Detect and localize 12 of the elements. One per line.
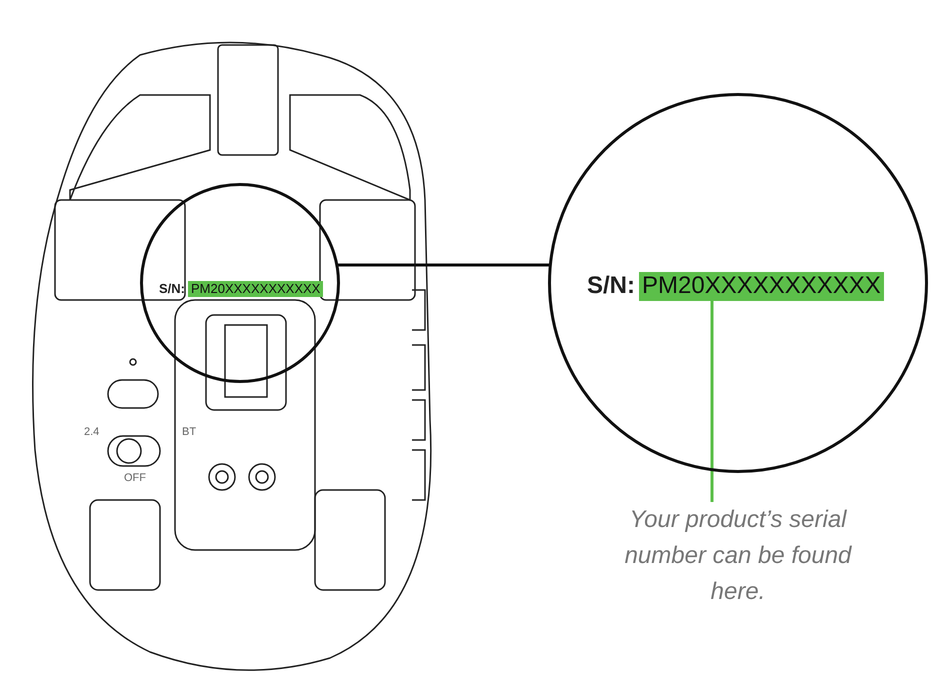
leader-line <box>710 300 714 502</box>
switch-label: BT <box>182 426 196 438</box>
magnifier-circle <box>140 183 340 383</box>
switch-label: OFF <box>124 472 146 484</box>
serial-prefix-label: S/N: <box>159 281 185 296</box>
serial-number-highlight: PM20XXXXXXXXXXX <box>639 272 884 301</box>
magnified-view-circle <box>548 93 928 473</box>
serial-number-highlight: PM20XXXXXXXXXXX <box>188 281 324 297</box>
serial-prefix-label: S/N: <box>587 272 635 300</box>
switch-label: 2.4 <box>84 426 100 438</box>
caption-text: Your product’s serial number can be found here. <box>608 502 868 610</box>
connector-line <box>336 264 550 266</box>
